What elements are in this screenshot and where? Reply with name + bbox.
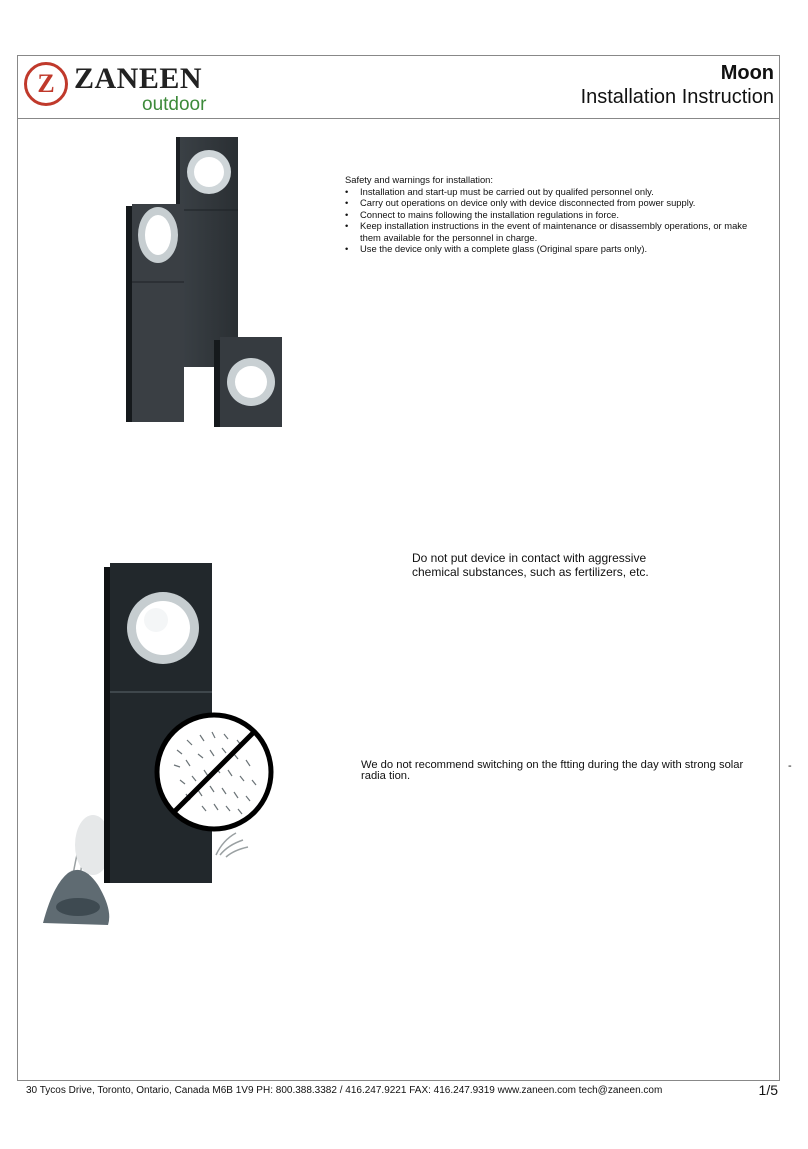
page-subtitle: Installation Instruction bbox=[580, 86, 774, 108]
logo-z-icon: Z bbox=[24, 62, 68, 106]
page-frame bbox=[17, 55, 780, 1081]
list-item: Installation and start-up must be carrie… bbox=[345, 186, 765, 198]
header-divider bbox=[17, 118, 780, 119]
zaneen-logo: Z ZANEEN outdoor bbox=[24, 60, 214, 116]
solar-warning: We do not recommend switching on the ftt… bbox=[361, 759, 744, 782]
product-photo-fertilizer-warning bbox=[43, 563, 249, 925]
product-photo-three-lamps bbox=[126, 137, 282, 427]
chemical-warning: Do not put device in contact with aggres… bbox=[412, 551, 649, 579]
list-item: Connect to mains following the installat… bbox=[345, 209, 765, 221]
safety-list: Installation and start-up must be carrie… bbox=[345, 186, 765, 255]
logo-brand: ZANEEN bbox=[74, 62, 203, 95]
logo-subbrand: outdoor bbox=[142, 94, 207, 115]
safety-section: Safety and warnings for installation: In… bbox=[345, 174, 765, 255]
list-item: Use the device only with a complete glas… bbox=[345, 243, 765, 255]
hyphen-mark: - bbox=[788, 760, 792, 772]
safety-heading: Safety and warnings for installation: bbox=[345, 174, 493, 185]
list-item: Keep installation instructions in the ev… bbox=[345, 220, 765, 243]
page-title: Moon bbox=[720, 62, 774, 84]
footer-address: 30 Tycos Drive, Toronto, Ontario, Canada… bbox=[26, 1085, 663, 1096]
no-fertilizer-icon bbox=[154, 712, 274, 832]
list-item: Carry out operations on device only with… bbox=[345, 197, 765, 209]
page-number: 1/5 bbox=[758, 1082, 778, 1098]
